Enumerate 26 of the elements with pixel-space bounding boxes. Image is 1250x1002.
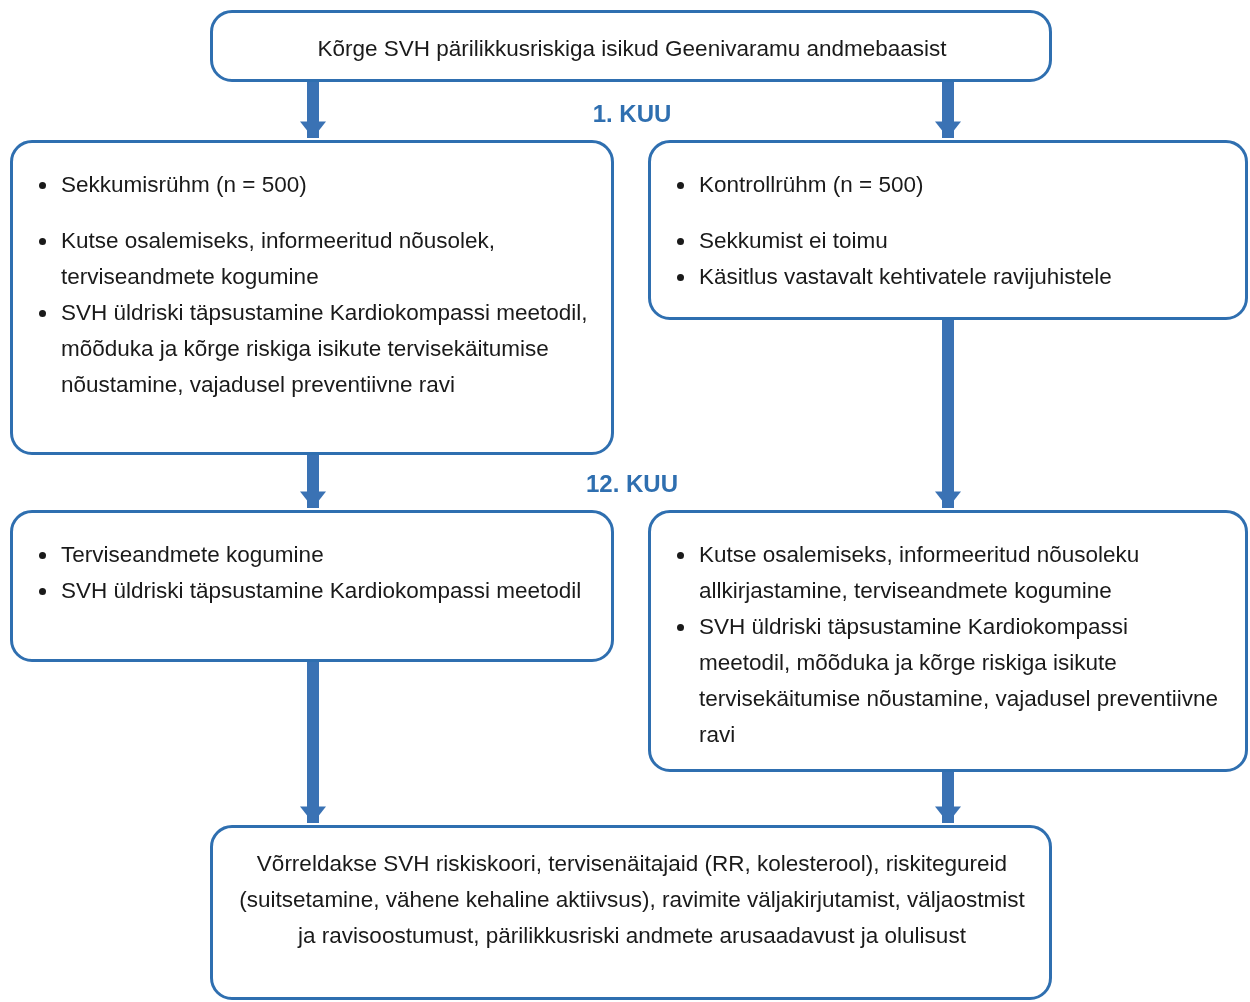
process-box <box>648 510 1248 772</box>
bullet-item: Sekkumist ei toimu <box>673 223 1225 259</box>
arrow <box>935 320 961 508</box>
box-text: Kõrge SVH pärilikkusriskiga isikud Geenivaramu andmebaasist <box>316 35 948 63</box>
arrow <box>300 82 326 138</box>
title-box <box>210 10 1052 82</box>
bullet-item: Kontrollrühm (n = 500) <box>673 167 1225 203</box>
outcome-box <box>210 825 1052 1000</box>
arrow <box>935 82 961 138</box>
process-box <box>10 510 614 662</box>
timepoint-label: 1. KUU <box>592 100 672 128</box>
box-text: Võrreldakse SVH riskiskoori, tervisenäitajaid (RR, kolesterool), riskitegureid (suitsetamine, vähene kehaline aktiivsus), ravimite väljakirjutamist, väljaostmist ja ravisoostumust, pärilikkusriski andmete arusaadavust ja olulisust <box>238 850 1026 950</box>
timepoint-label: 12. KUU <box>586 470 678 498</box>
arrow <box>300 662 326 823</box>
bullet-item: Sekkumisrühm (n = 500) <box>35 167 591 203</box>
arrow <box>935 772 961 823</box>
process-box <box>10 140 614 455</box>
arrow <box>300 455 326 508</box>
bullet-item: Kutse osalemiseks, informeeritud nõusolek, terviseandmete kogumine <box>35 223 591 295</box>
bullet-item: Käsitlus vastavalt kehtivatele ravijuhistele <box>673 259 1225 295</box>
bullet-item: Kutse osalemiseks, informeeritud nõusoleku allkirjastamine, terviseandmete kogumine <box>673 537 1225 609</box>
bullet-item: SVH üldriski täpsustamine Kardiokompassi meetodil, mõõduka ja kõrge riskiga isikute tervisekäitumise nõustamine, vajadusel preventiivne ravi <box>673 609 1225 753</box>
bullet-item: SVH üldriski täpsustamine Kardiokompassi meetodil, mõõduka ja kõrge riskiga isikute tervisekäitumise nõustamine, vajadusel preventiivne ravi <box>35 295 591 403</box>
process-box <box>648 140 1248 320</box>
bullet-item: SVH üldriski täpsustamine Kardiokompassi meetodil <box>35 573 591 609</box>
bullet-item: Terviseandmete kogumine <box>35 537 591 573</box>
